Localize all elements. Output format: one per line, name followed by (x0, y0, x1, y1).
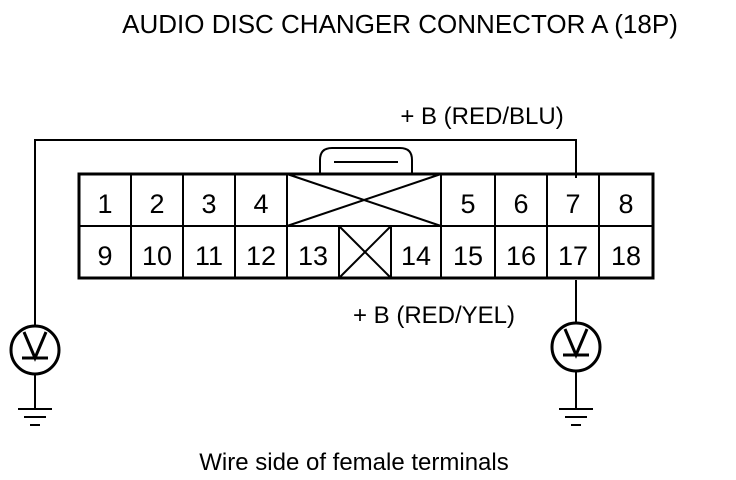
terminal-numbers-top: 1 2 3 4 5 6 7 8 (97, 189, 633, 219)
top-probe-wire (34, 139, 577, 327)
terminal-18: 18 (611, 241, 641, 271)
terminal-14: 14 (401, 241, 431, 271)
terminal-1: 1 (97, 189, 112, 219)
terminal-7: 7 (565, 189, 580, 219)
voltmeter-icon (550, 321, 602, 373)
top-wire-label: + B (RED/BLU) (400, 103, 563, 130)
bottom-wire-label: + B (RED/YEL) (353, 302, 515, 329)
terminal-3: 3 (201, 189, 216, 219)
terminal-9: 9 (97, 241, 112, 271)
ground-icon (18, 408, 52, 426)
diagram-title: AUDIO DISC CHANGER CONNECTOR A (18P) (122, 9, 678, 39)
terminal-5: 5 (460, 189, 475, 219)
terminal-8: 8 (618, 189, 633, 219)
ground-icon (559, 408, 593, 426)
terminal-10: 10 (142, 241, 172, 271)
diagram-caption: Wire side of female terminals (199, 449, 508, 476)
terminal-15: 15 (453, 241, 483, 271)
terminal-17: 17 (558, 241, 588, 271)
connector-lock-tab (319, 147, 413, 174)
terminal-numbers-bottom: 9 10 11 12 13 14 15 16 17 18 (97, 241, 641, 271)
connector-body (77, 172, 655, 280)
terminal-12: 12 (246, 241, 276, 271)
empty-cavity-bottom-x2 (338, 225, 392, 279)
empty-cavity-top-x2 (286, 173, 442, 227)
terminal-2: 2 (149, 189, 164, 219)
voltmeter-icon (9, 324, 61, 376)
terminal-4: 4 (253, 189, 268, 219)
terminal-16: 16 (506, 241, 536, 271)
terminal-6: 6 (513, 189, 528, 219)
terminal-13: 13 (298, 241, 328, 271)
probe-wires (34, 139, 577, 408)
terminal-11: 11 (195, 241, 223, 271)
